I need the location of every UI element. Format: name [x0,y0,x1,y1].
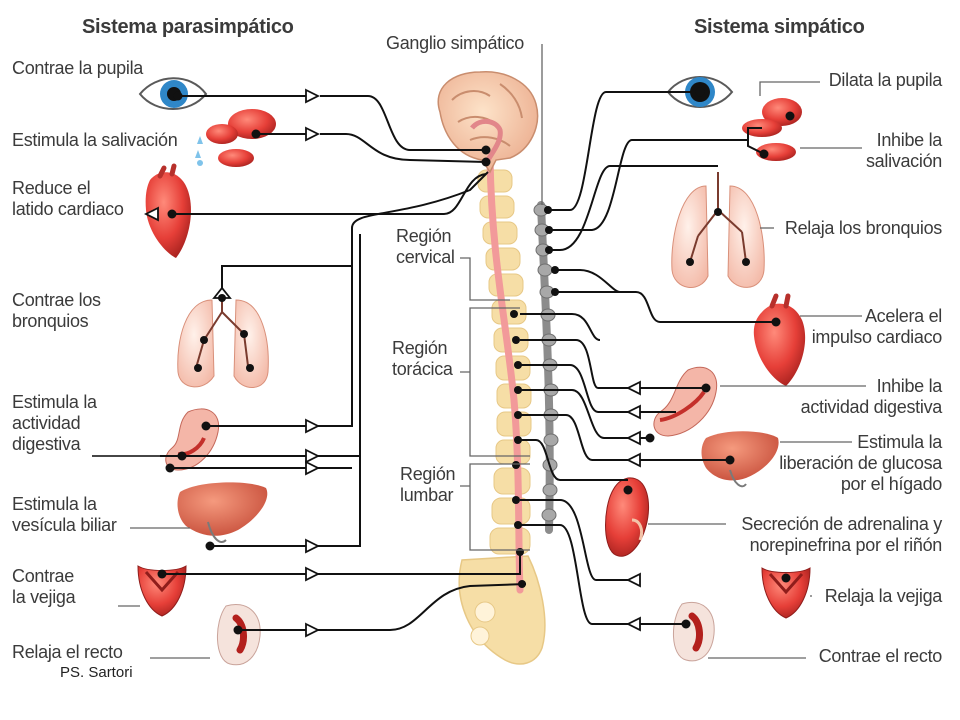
label-ganglion: Ganglio simpático [386,33,524,53]
left-lungs [177,290,269,388]
left-eye [138,77,208,110]
right-stomach [653,366,718,437]
right-salivary-glands [742,98,802,161]
sympathetic-nerve-lines [520,91,776,625]
heading-sympathetic: Sistema simpático [694,16,865,38]
heading-parasympathetic: Sistema parasimpático [82,16,294,38]
label-estimula-salivacion: Estimula la salivación [12,130,178,150]
label-relaja-vejiga: Relaja la vejiga [824,586,943,606]
label-relaja-recto: Relaja el recto [12,642,123,662]
credit-text: PS. Sartori [56,662,156,684]
nerve-endpoints [157,87,795,635]
right-heart [753,293,806,386]
label-leader-lines [92,44,866,659]
left-salivary-glands [195,109,276,167]
left-rectum [216,604,261,666]
right-rectum [672,602,715,662]
left-liver [177,482,268,543]
right-kidney [605,477,649,557]
right-bladder [761,567,811,619]
left-stomach [165,408,220,471]
synapse-markers [143,88,641,638]
spinal-column [458,156,546,665]
label-dilata-pupila: Dilata la pupila [828,70,943,90]
brain [437,71,539,174]
label-contrae-recto: Contrae el recto [818,646,943,666]
label-relaja-bronquios: Relaja los bronquios [784,218,942,238]
right-lungs [671,172,765,288]
right-liver [701,431,779,488]
label-contrae-pupila: Contrae la pupila [12,58,143,78]
sympathetic-ganglion-chain [533,201,559,534]
